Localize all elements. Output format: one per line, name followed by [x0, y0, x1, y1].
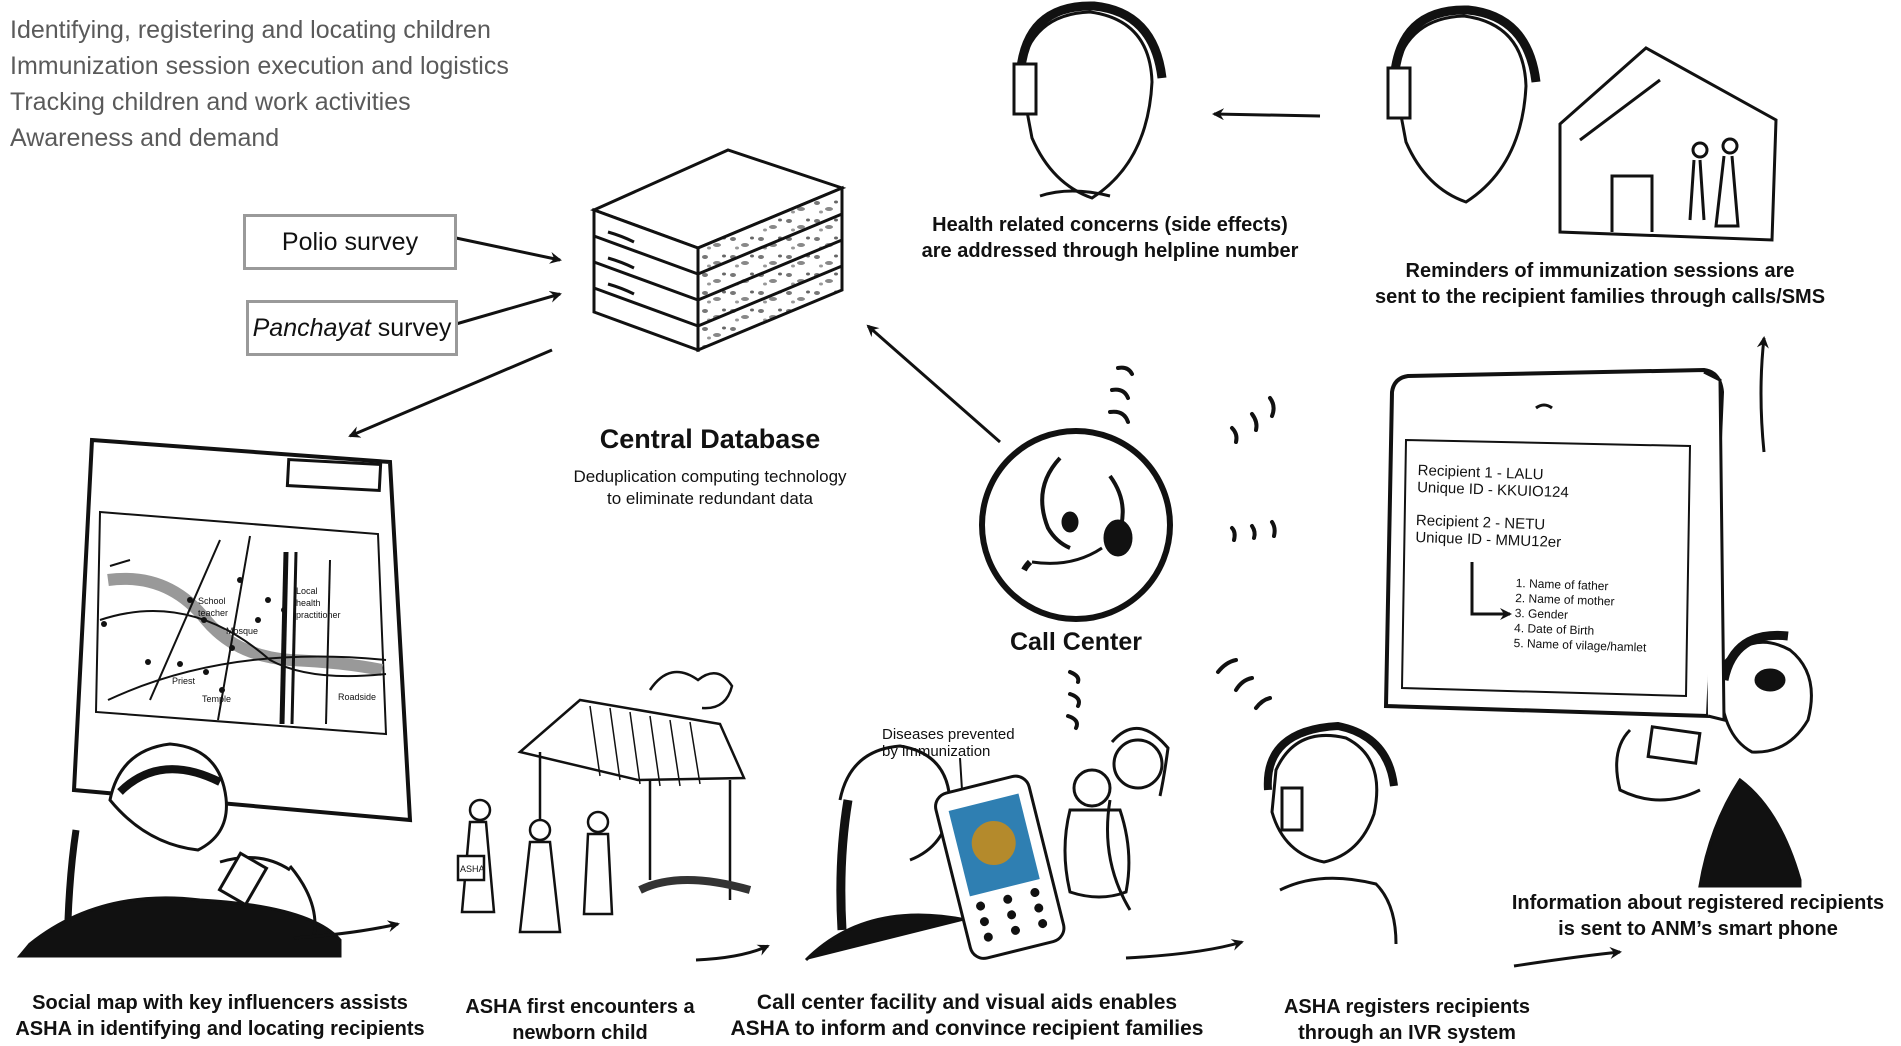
- function-item: Immunization session execution and logis…: [10, 48, 509, 84]
- map-label-health: Local: [296, 586, 318, 596]
- encounter-caption: ASHA first encounters a newborn child: [440, 994, 720, 1046]
- polio-survey-box: Polio survey: [243, 214, 457, 270]
- caption-line: ASHA in identifying and locating recipie…: [0, 1016, 440, 1042]
- social-map-phone: School teacher Local health practitioner…: [74, 440, 410, 820]
- caption-line: are addressed through helpline number: [900, 238, 1320, 264]
- caption-line: Information about registered recipients: [1498, 890, 1898, 916]
- ivr-caption: ASHA registers recipients through an IVR…: [1262, 994, 1552, 1046]
- map-label-road: Roadside: [338, 692, 376, 702]
- headset-icon: [982, 431, 1170, 619]
- helpline-sketch: [1014, 6, 1162, 198]
- map-label-temple: Temple: [202, 694, 231, 704]
- reminder-sketch: [1388, 10, 1776, 240]
- polio-survey-label: Polio survey: [282, 228, 418, 257]
- panchayat-label: Panchayat: [253, 314, 371, 342]
- social-map-caption: Social map with key influencers assists …: [0, 990, 440, 1042]
- panchayat-survey-box: Panchayat survey: [246, 300, 458, 356]
- call-facility-caption: Call center facility and visual aids ena…: [712, 990, 1222, 1042]
- asha-encounter-sketch: ASHA: [458, 672, 750, 932]
- function-item: Identifying, registering and locating ch…: [10, 12, 509, 48]
- map-label-health3: practitioner: [296, 610, 341, 620]
- database-sub: Deduplication computing technology to el…: [520, 466, 900, 510]
- caption-line: Reminders of immunization sessions are: [1340, 258, 1860, 284]
- visual-aid-line: Diseases prevented: [882, 726, 1015, 743]
- call-center-label: Call Center: [976, 628, 1176, 657]
- caption-line: ASHA first encounters a: [440, 994, 720, 1020]
- asha-badge: ASHA: [460, 864, 485, 874]
- caption-line: through an IVR system: [1262, 1020, 1552, 1046]
- signal-waves: [1068, 368, 1275, 728]
- caption-line: ASHA to inform and convince recipient fa…: [712, 1016, 1222, 1042]
- caption-line: ASHA registers recipients: [1262, 994, 1552, 1020]
- arrow-reminder-to-helpline: [1214, 114, 1320, 116]
- function-list: Identifying, registering and locating ch…: [10, 12, 509, 156]
- visual-aid-line: by immunization: [882, 743, 1015, 760]
- asha-ivr-sketch: [1268, 726, 1396, 944]
- phone-screen-fields: 1. Name of father 2. Name of mother 3. G…: [1513, 576, 1648, 656]
- caption-line: Call center facility and visual aids ena…: [712, 990, 1222, 1016]
- database-sub-line: Deduplication computing technology: [520, 466, 900, 488]
- map-label-mosque: Mosque: [226, 626, 258, 636]
- helpline-caption: Health related concerns (side effects) a…: [900, 212, 1320, 264]
- database-icon: [594, 150, 842, 350]
- anm-caption: Information about registered recipients …: [1498, 890, 1898, 942]
- map-label-teacher: School: [198, 596, 226, 606]
- database-title: Central Database: [560, 424, 860, 455]
- reminder-caption: Reminders of immunization sessions are s…: [1340, 258, 1860, 310]
- map-label-priest: Priest: [172, 676, 196, 686]
- database-sub-line: to eliminate redundant data: [520, 488, 900, 510]
- caption-line: Health related concerns (side effects): [900, 212, 1320, 238]
- caption-line: Social map with key influencers assists: [0, 990, 440, 1016]
- panchayat-survey-label: survey: [371, 314, 452, 342]
- caption-line: sent to the recipient families through c…: [1340, 284, 1860, 310]
- function-item: Tracking children and work activities: [10, 84, 509, 120]
- function-item: Awareness and demand: [10, 120, 509, 156]
- visual-aid-label: Diseases prevented by immunization: [882, 726, 1015, 760]
- map-label-teacher2: teacher: [198, 608, 228, 618]
- caption-line: is sent to ANM’s smart phone: [1498, 916, 1898, 942]
- caption-line: newborn child: [440, 1020, 720, 1046]
- phone-screen-recipients: Recipient 1 - LALU Unique ID - KKUIO124 …: [1415, 462, 1570, 551]
- map-label-health2: health: [296, 598, 321, 608]
- visual-aid-sketch: [806, 728, 1168, 961]
